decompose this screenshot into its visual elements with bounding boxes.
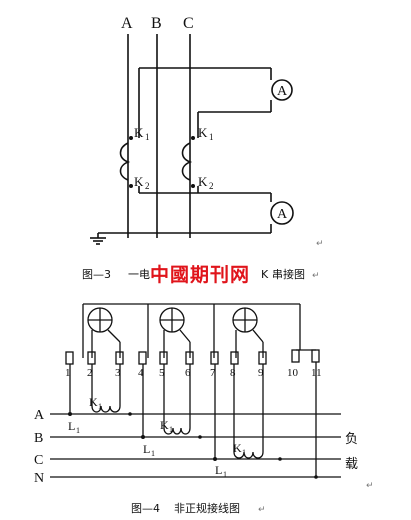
fig4-k1-c: K xyxy=(233,441,242,455)
terminal-number-2: 2 xyxy=(87,367,93,379)
terminal-number-6: 6 xyxy=(185,367,191,379)
terminal-number-1: 1 xyxy=(65,367,71,379)
fig4-ct-coil-b xyxy=(163,427,191,435)
watermark-logo: 中國期刊网 xyxy=(150,263,250,286)
diagram-label: 1 xyxy=(76,426,80,435)
fig3-k2-left: K xyxy=(134,174,144,189)
diagram-label: 1 xyxy=(209,132,214,142)
fig4-ct-coil-c xyxy=(233,451,264,459)
diagram-label: 1 xyxy=(242,448,246,457)
fig3-label-c: C xyxy=(183,15,194,32)
fig3-caption-prefix: 图—3 xyxy=(82,268,111,281)
fig3-k2-right: K xyxy=(198,174,208,189)
ammeter-bottom: A xyxy=(270,201,294,225)
fig4-ct-coil-a xyxy=(91,405,121,413)
ammeter-bottom-label: A xyxy=(277,207,288,222)
fig4-l1-c: L xyxy=(215,463,222,477)
fig3-caption-left: 一电 xyxy=(128,268,150,281)
line-label-b: B xyxy=(34,431,43,446)
fig4-caption: 图—4 非正规接线图 xyxy=(131,501,240,515)
terminal-number-8: 8 xyxy=(230,367,236,379)
terminal-4 xyxy=(138,351,147,365)
diagram-label: ↵ xyxy=(312,271,320,281)
fig3-ct-coil-left xyxy=(119,142,131,181)
terminal-number-11: 11 xyxy=(311,367,322,379)
terminal-number-10: 10 xyxy=(287,367,299,379)
fig4-k1-a: K xyxy=(89,395,98,409)
terminal-11 xyxy=(311,349,320,363)
diagram-label: 1 xyxy=(145,132,150,142)
fig4-k1-b: K xyxy=(160,418,169,432)
terminal-number-9: 9 xyxy=(258,367,264,379)
fig3-k1-right: K xyxy=(198,125,208,140)
line-label-a: A xyxy=(34,408,45,423)
diagram-label: ↵ xyxy=(316,239,324,249)
ammeter-top: A xyxy=(271,79,293,101)
load-label-bottom: 载 xyxy=(345,457,358,472)
fig3-caption-right: K xyxy=(261,268,269,281)
diagram-label: ↵ xyxy=(366,481,374,491)
terminal-number-4: 4 xyxy=(138,367,144,379)
terminal-number-5: 5 xyxy=(159,367,165,379)
load-label-top: 负 xyxy=(345,432,358,447)
fig4-l1-a: L xyxy=(68,419,75,433)
fig3-ct-coil-right xyxy=(181,142,193,181)
diagram-label: 1 xyxy=(98,402,102,411)
terminal-8 xyxy=(230,351,239,365)
line-label-c: C xyxy=(34,453,43,468)
fig3-caption-suffix: 串接图 xyxy=(272,268,305,281)
terminal-number-3: 3 xyxy=(115,367,121,379)
diagram-label: ↵ xyxy=(258,505,266,515)
ammeter-top-label: A xyxy=(277,84,288,99)
fig4-l1-b: L xyxy=(143,442,150,456)
fig3-k1-left: K xyxy=(134,125,144,140)
diagram-label: 1 xyxy=(169,425,173,434)
terminal-1 xyxy=(65,351,74,365)
terminal-10 xyxy=(291,349,300,363)
diagram-label: 1 xyxy=(151,449,155,458)
fig3-label-a: A xyxy=(121,15,133,32)
diagram-label: 1 xyxy=(223,470,227,479)
diagram-label: 2 xyxy=(145,181,150,191)
diagram-label: 2 xyxy=(209,181,214,191)
terminal-number-7: 7 xyxy=(210,367,216,379)
line-label-n: N xyxy=(34,471,44,486)
fig3-label-b: B xyxy=(151,15,162,32)
